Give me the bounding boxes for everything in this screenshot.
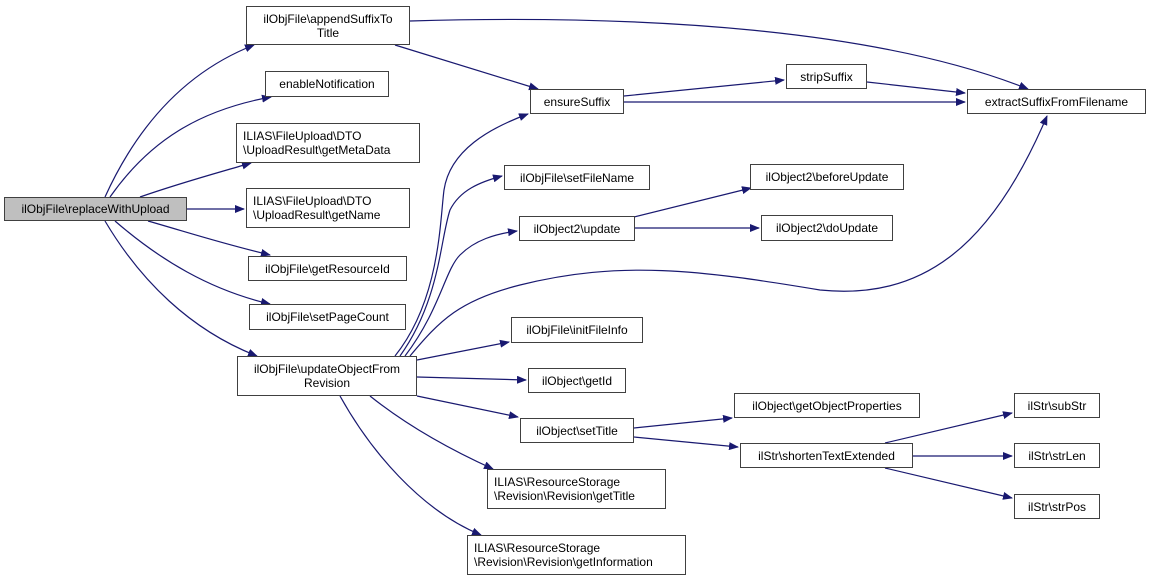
node-enableNotification[interactable]: enableNotification (265, 71, 389, 97)
node-label: ilObjFile\setPageCount (266, 310, 389, 324)
node-label: ilObjFile\setFileName (519, 170, 635, 185)
edge-update-to-beforeUpdate (633, 186, 752, 218)
node-stripSuffix[interactable]: stripSuffix (786, 64, 867, 89)
edge-updateObjectFromRevision-to-setTitle (416, 395, 519, 420)
node-getId[interactable]: ilObject\getId (528, 368, 626, 393)
node-label: ILIAS\ResourceStorage \Revision\Revision… (494, 475, 635, 503)
edge-setTitle-to-shortenTextExtended (633, 436, 739, 451)
node-root: ilObjFile\replaceWithUpload (4, 197, 187, 221)
node-label: ilStr\subStr (1027, 398, 1087, 413)
edge-root-to-appendSuffixToTitle (104, 44, 255, 198)
edge-ensureSuffix-to-stripSuffix (623, 76, 785, 97)
node-getResourceId[interactable]: ilObjFile\getResourceId (248, 256, 407, 281)
node-label: stripSuffix (800, 69, 853, 84)
edge-updateObjectFromRevision-to-initFileInfo (416, 339, 510, 361)
node-beforeUpdate[interactable]: ilObject2\beforeUpdate (750, 164, 904, 190)
node-ensureSuffix[interactable]: ensureSuffix (530, 89, 624, 114)
node-label: ilObjFile\appendSuffixTo Title (263, 11, 393, 40)
edge-updateObjectFromRevision-to-setFileName (399, 174, 503, 357)
node-revGetTitle[interactable]: ILIAS\ResourceStorage \Revision\Revision… (487, 469, 666, 509)
node-label: ilObject\getObjectProperties (752, 398, 902, 413)
node-appendSuffixToTitle[interactable]: ilObjFile\appendSuffixTo Title (246, 6, 410, 45)
node-strLen[interactable]: ilStr\strLen (1014, 443, 1100, 468)
node-initFileInfo[interactable]: ilObjFile\initFileInfo (511, 317, 643, 343)
node-label: ilObject2\doUpdate (775, 221, 879, 235)
node-label: ILIAS\FileUpload\DTO \UploadResult\getMe… (243, 129, 391, 157)
edge-updateObjectFromRevision-to-ensureSuffix (394, 113, 529, 357)
edge-updateObjectFromRevision-to-revGetInformation (339, 395, 482, 536)
node-strPos[interactable]: ilStr\strPos (1014, 494, 1100, 519)
node-update[interactable]: ilObject2\update (519, 216, 635, 241)
node-setFileName[interactable]: ilObjFile\setFileName (504, 165, 650, 190)
node-label: ilObject\setTitle (536, 423, 618, 438)
node-label: ilObject2\beforeUpdate (765, 170, 889, 184)
node-setTitle[interactable]: ilObject\setTitle (520, 418, 634, 443)
node-getMetaData[interactable]: ILIAS\FileUpload\DTO \UploadResult\getMe… (236, 123, 420, 163)
edge-shortenTextExtended-to-subStr (884, 411, 1013, 444)
node-label: ILIAS\ResourceStorage \Revision\Revision… (474, 541, 653, 569)
edge-updateObjectFromRevision-to-update (404, 228, 518, 357)
node-shortenTextExtended[interactable]: ilStr\shortenTextExtended (740, 443, 913, 468)
node-label: enableNotification (279, 77, 375, 91)
node-doUpdate[interactable]: ilObject2\doUpdate (761, 215, 893, 241)
edge-root-to-enableNotification (109, 94, 272, 198)
node-label: ilStr\shortenTextExtended (758, 448, 895, 463)
edge-shortenTextExtended-to-strPos (884, 467, 1013, 500)
node-label: ilStr\strLen (1028, 448, 1086, 463)
node-label: ensureSuffix (543, 94, 611, 109)
edge-root-to-updateObjectFromRevision (104, 220, 258, 357)
node-updateObjectFromRevision[interactable]: ilObjFile\updateObjectFrom Revision (237, 356, 417, 396)
edge-updateObjectFromRevision-to-getId (416, 375, 527, 384)
edge-appendSuffixToTitle-to-ensureSuffix (394, 44, 539, 91)
node-label: ilStr\strPos (1027, 499, 1086, 514)
node-label: extractSuffixFromFilename (984, 94, 1129, 109)
edge-root-to-getResourceId (147, 220, 271, 257)
node-getName[interactable]: ILIAS\FileUpload\DTO \UploadResult\getNa… (246, 188, 410, 228)
edge-appendSuffixToTitle-to-extractSuffixFromFilename (409, 18, 1029, 90)
node-subStr[interactable]: ilStr\subStr (1014, 393, 1100, 418)
node-label: ilObjFile\initFileInfo (526, 323, 628, 337)
node-setPageCount[interactable]: ilObjFile\setPageCount (249, 304, 406, 330)
node-label: ilObjFile\updateObjectFrom Revision (253, 362, 401, 390)
node-label: ilObjFile\replaceWithUpload (21, 202, 170, 216)
node-revGetInformation[interactable]: ILIAS\ResourceStorage \Revision\Revision… (467, 535, 686, 575)
edge-root-to-getMetaData (139, 161, 252, 198)
edge-updateObjectFromRevision-to-extractSuffixFromFilename (409, 115, 1048, 357)
node-getObjectProperties[interactable]: ilObject\getObjectProperties (734, 393, 920, 418)
node-label: ilObjFile\getResourceId (265, 261, 390, 276)
edge-stripSuffix-to-extractSuffixFromFilename (866, 81, 966, 96)
node-label: ilObject2\update (533, 221, 621, 236)
node-label: ILIAS\FileUpload\DTO \UploadResult\getNa… (253, 194, 381, 222)
edge-updateObjectFromRevision-to-revGetTitle (369, 395, 494, 470)
node-label: ilObject\getId (541, 373, 613, 388)
edge-setTitle-to-getObjectProperties (633, 414, 733, 429)
node-extractSuffixFromFilename[interactable]: extractSuffixFromFilename (967, 89, 1146, 114)
edge-root-to-setPageCount (114, 220, 271, 306)
